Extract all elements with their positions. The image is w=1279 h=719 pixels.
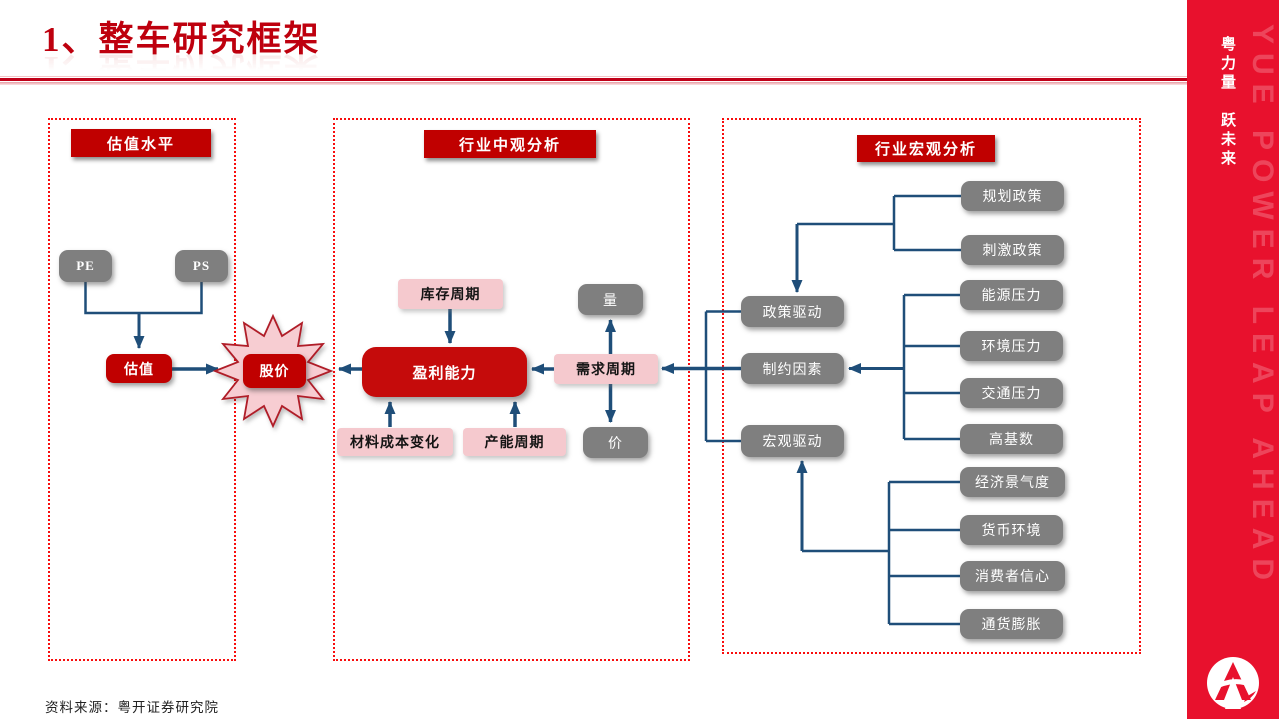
- macro-panel-header: 行业宏观分析: [857, 135, 995, 162]
- node-high-base: 高基数: [960, 424, 1063, 454]
- meso-panel: [333, 118, 690, 661]
- node-inflation: 通货膨胀: [960, 609, 1063, 639]
- node-price: 价: [583, 427, 648, 458]
- node-planning-policy: 规划政策: [961, 181, 1064, 211]
- node-constraints: 制约因素: [741, 353, 844, 384]
- node-policy-driven: 政策驱动: [741, 296, 844, 327]
- source-note: 资料来源：粤开证券研究院: [45, 700, 219, 715]
- node-ps: PS: [175, 250, 228, 282]
- node-inventory-cycle: 库存周期: [398, 279, 503, 309]
- brand-slogan-en: YUE POWER LEAP AHEAD: [1246, 24, 1279, 590]
- node-volume: 量: [578, 284, 643, 315]
- node-economic-sentiment: 经济景气度: [960, 467, 1065, 497]
- title-block: 1、整车研究框架 1、整车研究框架: [42, 20, 321, 87]
- node-pe: PE: [59, 250, 112, 282]
- valuation-panel: [48, 118, 236, 661]
- brand-slogan-cn: 粤力量 跃未来: [1219, 36, 1236, 169]
- node-stimulus-policy: 刺激政策: [961, 235, 1064, 265]
- node-capacity-cycle: 产能周期: [463, 428, 566, 456]
- node-environment-pressure: 环境压力: [960, 331, 1063, 361]
- node-macro-driven: 宏观驱动: [741, 425, 844, 457]
- yuekai-logo: [1207, 657, 1259, 709]
- node-energy-pressure: 能源压力: [960, 280, 1063, 310]
- node-stock-price: 股价: [243, 354, 306, 388]
- brand-sidebar: YUE POWER LEAP AHEAD 粤力量 跃未来: [1187, 0, 1279, 719]
- title-divider: [0, 76, 1187, 86]
- meso-panel-header: 行业中观分析: [424, 130, 596, 158]
- node-traffic-pressure: 交通压力: [960, 378, 1063, 408]
- node-valuation: 估值: [106, 354, 172, 383]
- node-demand-cycle: 需求周期: [554, 354, 658, 384]
- node-monetary-environment: 货币环境: [960, 515, 1063, 545]
- node-material-cost-change: 材料成本变化: [337, 428, 453, 456]
- macro-panel: [722, 118, 1141, 654]
- page-title: 1、整车研究框架: [42, 20, 321, 59]
- valuation-panel-header: 估值水平: [71, 129, 211, 157]
- node-consumer-confidence: 消费者信心: [960, 561, 1065, 591]
- node-profitability: 盈利能力: [362, 347, 527, 397]
